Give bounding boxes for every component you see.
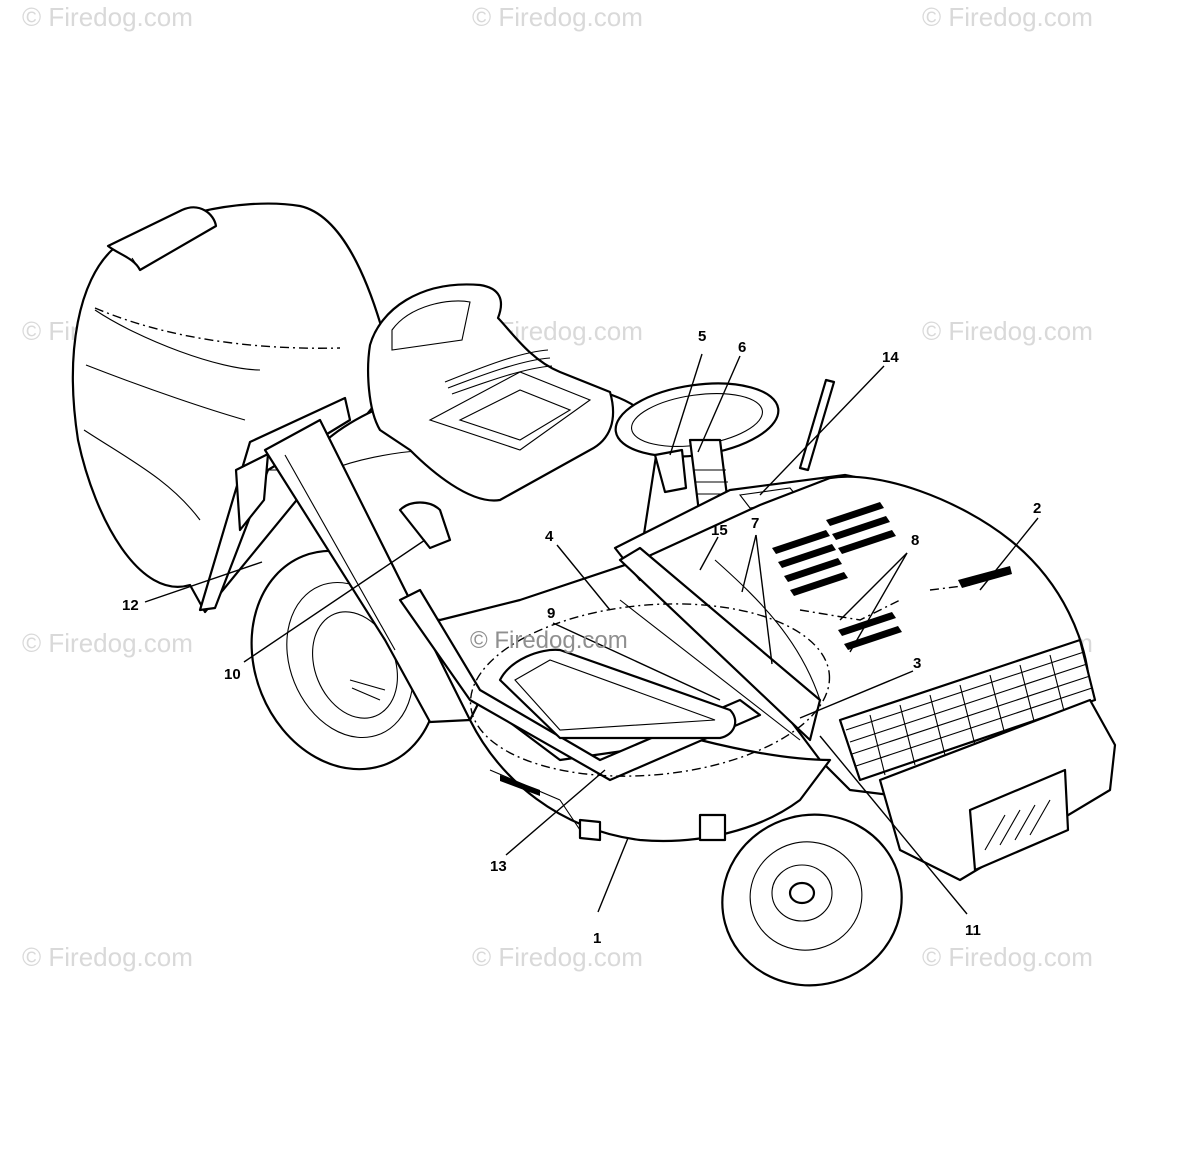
decal-outline [469,584,971,777]
leader-line-12 [144,561,263,603]
leader-lines [144,353,1039,915]
leader-line-5 [669,353,703,456]
front-grille [838,638,1097,782]
leader-line-11 [819,735,968,915]
watermark: © Firedog.com [22,2,193,32]
callout-12: 12 [122,597,139,614]
leader-line-8b [849,552,908,653]
callout-14: 14 [882,349,899,366]
callout-1: 1 [593,930,601,947]
leader-line-4 [556,544,611,611]
callout-11: 11 [965,922,981,939]
callout-10: 10 [224,666,241,683]
leader-line-2 [979,517,1039,591]
grass-catcher-bag [71,202,397,614]
leader-line-8a [839,552,908,621]
watermark: © Firedog.com [472,942,643,972]
foot-plate [498,648,737,740]
leader-line-3 [799,670,914,719]
callout-6: 6 [738,339,746,356]
mower-deck [468,698,832,843]
callout-7: 7 [751,515,759,532]
leader-line-13 [505,769,606,856]
watermark: © Firedog.com [22,942,193,972]
leader-line-9 [552,622,721,701]
leader-line-14 [759,365,885,496]
callout-4: 4 [545,528,554,545]
watermark: © Firedog.com [922,316,1093,346]
watermark-center: © Firedog.com [470,627,628,654]
callout-9: 9 [547,605,555,622]
steering-wheel [614,382,780,522]
leader-line-7a [741,534,757,593]
bagger-frame [198,396,352,612]
leader-line-7b [755,534,773,665]
watermark: © Firedog.com [22,628,193,658]
watermark: © Firedog.com [922,942,1093,972]
callout-3: 3 [913,655,921,672]
callout-8: 8 [911,532,919,549]
callouts: 1 2 3 4 5 6 7 8 9 10 11 12 13 14 15 [122,328,1041,947]
callout-5: 5 [698,328,706,345]
leader-line-10 [243,539,426,663]
watermark: © Firedog.com [472,2,643,32]
lift-lever [398,378,836,550]
seat [367,283,615,502]
callout-13: 13 [490,858,507,875]
leader-line-15 [699,536,719,571]
callout-2: 2 [1033,500,1041,517]
front-wheel [721,813,903,987]
callout-15: 15 [711,522,728,539]
watermark: © Firedog.com [922,2,1093,32]
front-bumper [878,698,1117,882]
leader-line-1 [597,837,629,913]
leader-line-6 [697,355,741,453]
hood-vents [772,502,1012,650]
